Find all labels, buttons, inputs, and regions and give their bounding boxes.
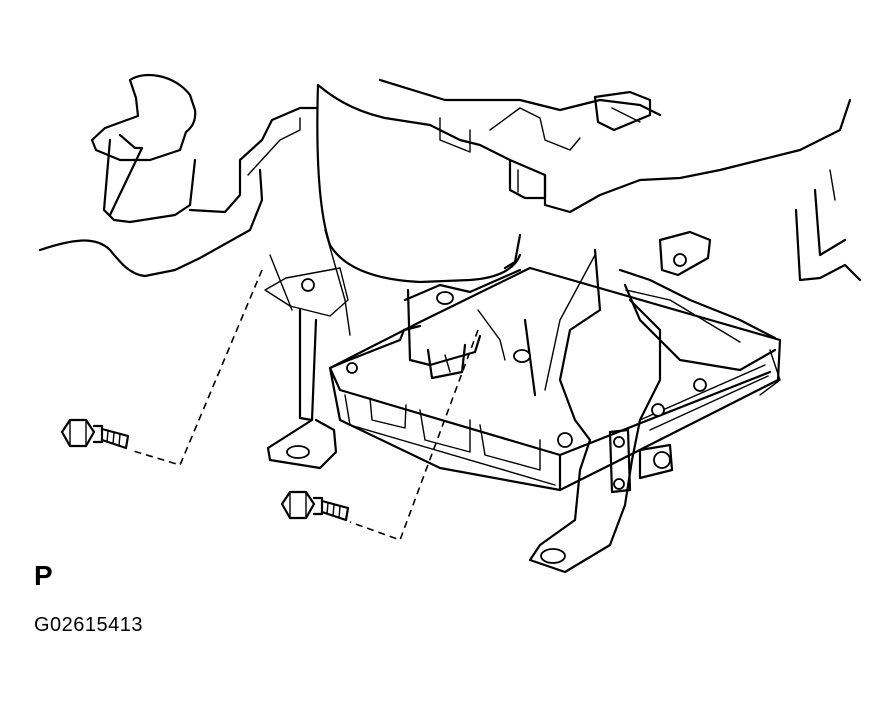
center-bracket	[328, 233, 537, 397]
assembly-lines	[129, 269, 479, 542]
hex-bolt-icon	[60, 418, 130, 450]
hex-bolt-icon	[280, 490, 350, 522]
engine-housing-outline	[316, 78, 852, 284]
view-label: P	[34, 560, 53, 591]
right-strap-bracket	[528, 230, 781, 574]
left-support-leg	[264, 229, 351, 470]
left-frame-outline	[38, 73, 318, 278]
ecu-box	[328, 266, 782, 492]
right-frame-outline	[794, 169, 862, 282]
figure-code: G02615413	[34, 614, 144, 636]
